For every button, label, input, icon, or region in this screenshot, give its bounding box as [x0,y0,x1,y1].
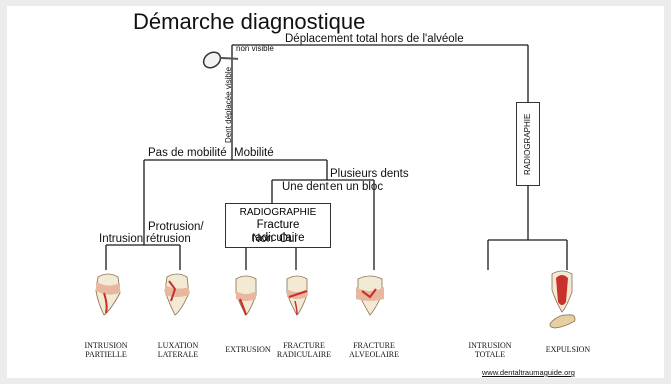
outcome-intrusion-partielle: Intrusion partielle [78,341,134,359]
tooth-extrusion-icon [236,276,256,315]
label-non-visible: non visible [236,44,274,53]
label-non: Non [252,233,273,246]
radiographie-vertical-box: RADIOGRAPHIE [516,102,540,186]
loose-tooth-icon [548,312,576,331]
label-dent-deplacee-visible: Dent déplacée visible [224,67,233,143]
label-pas-de-mobilite: Pas de mobilité [148,147,227,160]
label-plusieurs-dents-2: en un bloc [330,181,383,194]
tooth-expulsion-icon [552,271,572,312]
outcome-extrusion: Extrusion [218,345,278,354]
label-protrusion-2: rétrusion [146,233,191,246]
outcome-fracture-radiculaire: Fracture radiculaire [274,341,334,359]
label-deplacement-total: Déplacement total hors de l'alvéole [285,33,464,46]
tooth-luxation-laterale-icon [165,274,189,315]
outcome-intrusion-totale: Intrusion totale [462,341,518,359]
outcome-expulsion: Expulsion [538,345,598,354]
outcome-luxation-laterale: Luxation laterale [150,341,206,359]
label-radiographie-vertical: RADIOGRAPHIE [523,114,532,175]
footer-url-link[interactable]: www.dentaltraumaguide.org [482,368,575,377]
outcome-fracture-alveolaire: Fracture alveolaire [344,341,404,359]
radiographie-box-title: RADIOGRAPHIE [229,206,327,219]
label-mobilite: Mobilité [234,147,274,160]
label-plusieurs-dents-1: Plusieurs dents [330,168,409,181]
tooth-fracture-alveolaire-icon [356,276,384,315]
radiographie-box-subtitle: Fracture radiculaire [229,219,327,245]
label-intrusion: Intrusion [99,233,143,246]
radiographie-box: RADIOGRAPHIE Fracture radiculaire [225,203,331,248]
tooth-intrusion-partielle-icon [96,274,120,315]
tooth-fracture-radiculaire-icon [287,276,307,315]
page-title: Démarche diagnostique [133,9,365,35]
label-oui: Oui [279,233,297,246]
label-une-dent: Une dent [282,181,329,194]
